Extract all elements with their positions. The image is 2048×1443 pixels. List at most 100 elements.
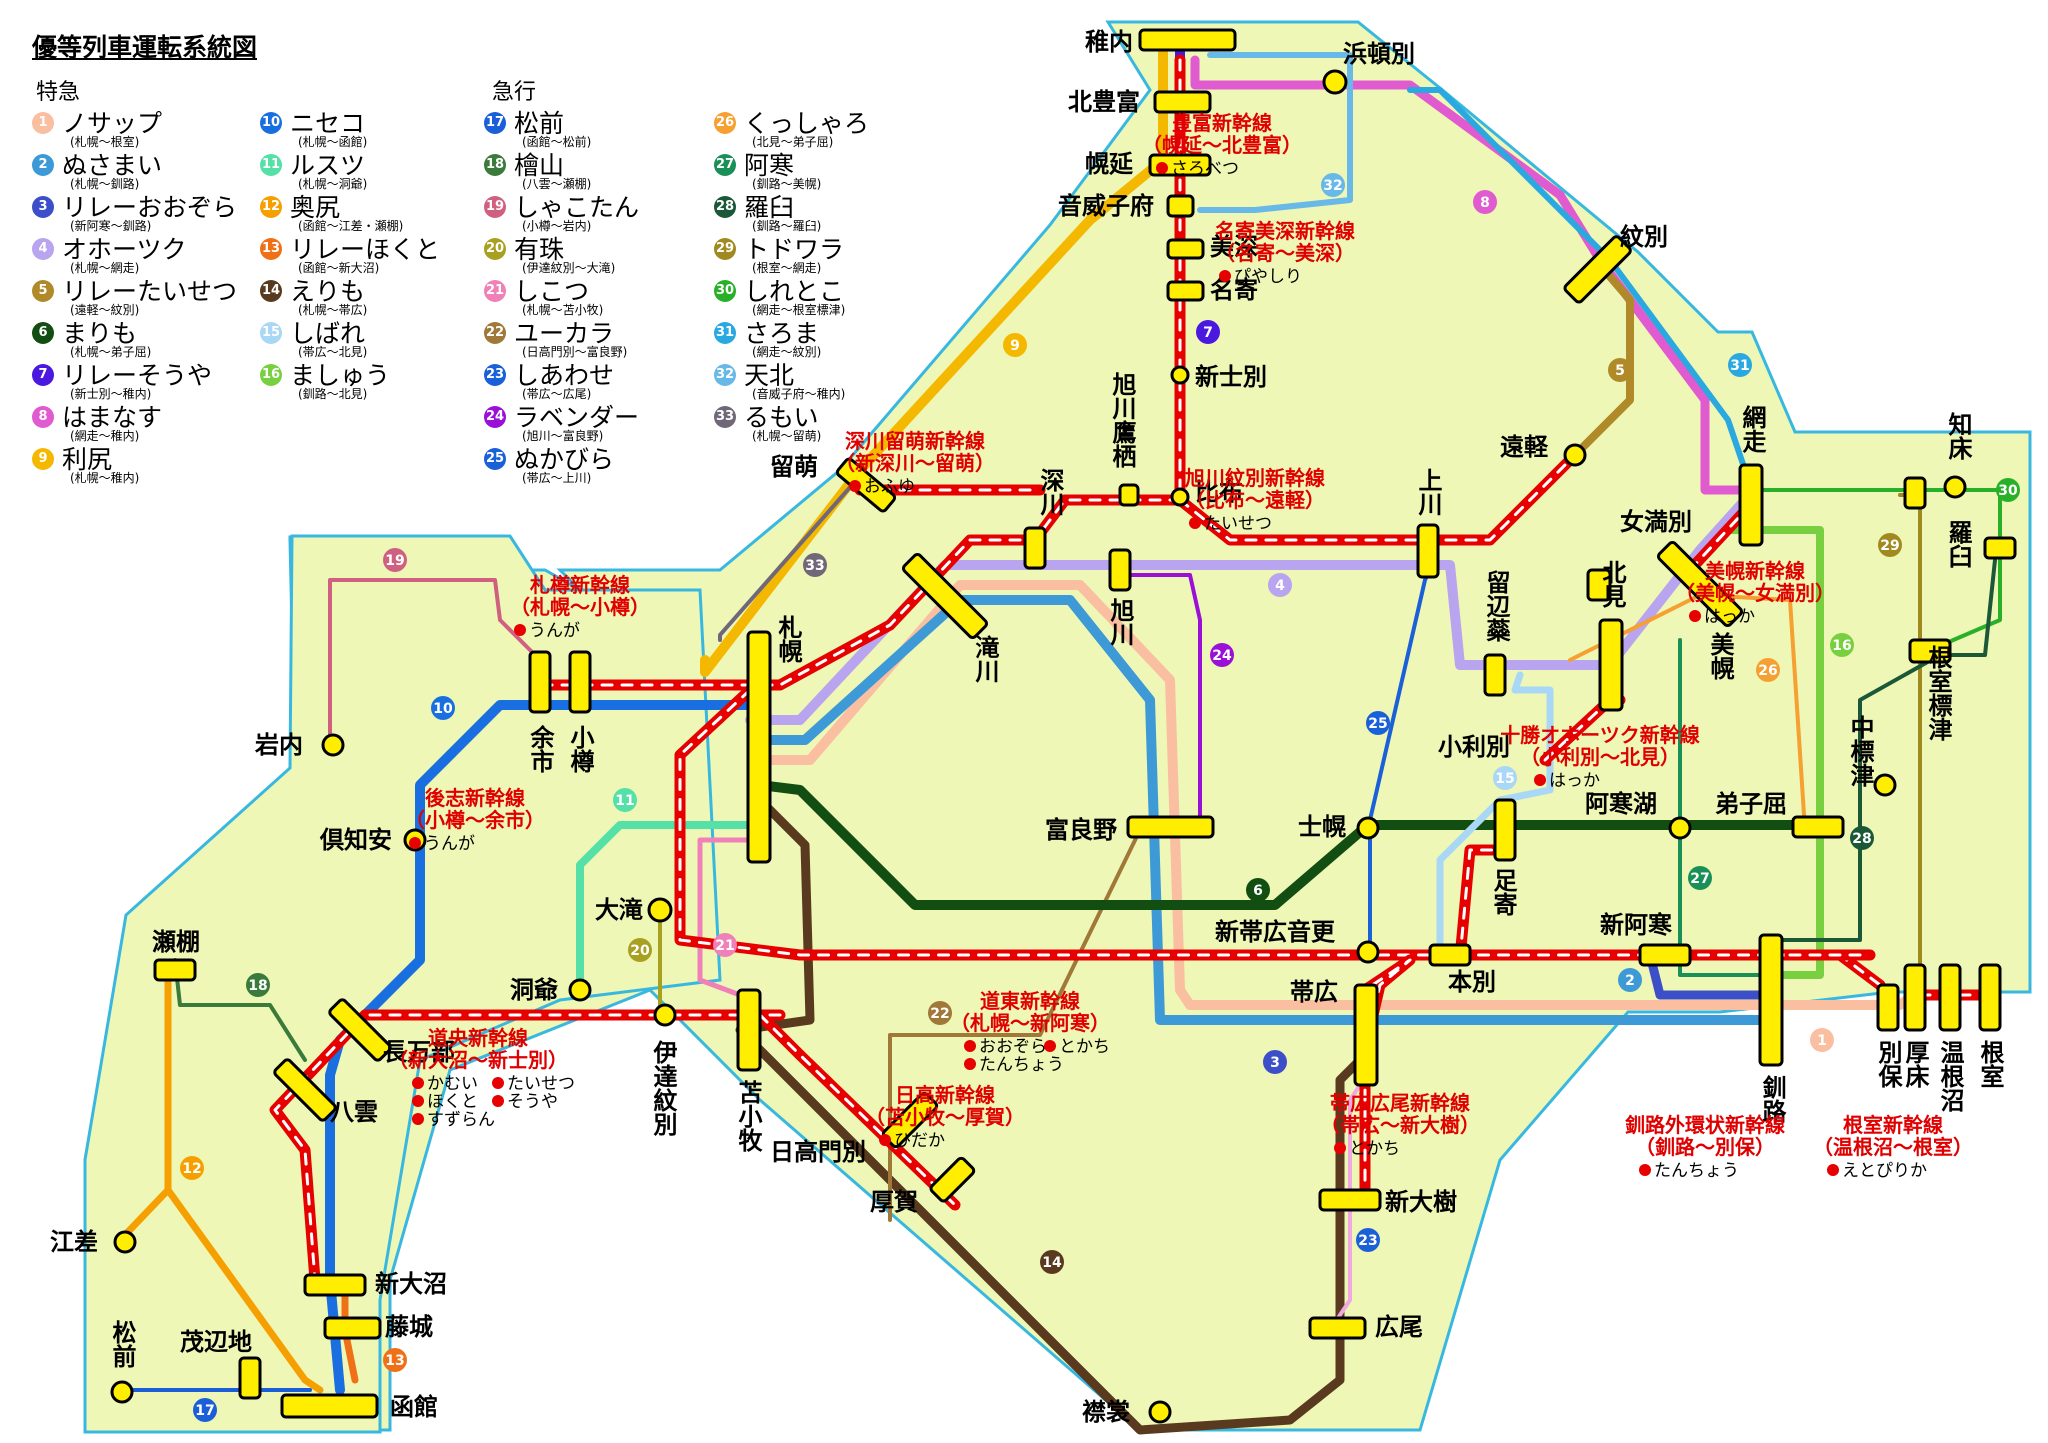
- station-yoichi[interactable]: [528, 650, 552, 714]
- legend-number-icon: 20: [484, 238, 506, 260]
- station-shiretoko[interactable]: [1903, 476, 1927, 510]
- label-obihiro: 帯広: [1290, 978, 1338, 1006]
- line-32: [1197, 52, 1353, 213]
- station-ashoro[interactable]: [1493, 798, 1517, 862]
- station-shinshibetsu[interactable]: [1170, 365, 1190, 385]
- svg-text:22: 22: [930, 1006, 949, 1022]
- label-hamatonbetsu: 浜頓別: [1343, 40, 1415, 68]
- station-tomakomai[interactable]: [736, 988, 762, 1072]
- train-dot-icon: [514, 624, 526, 636]
- station-betsukai[interactable]: [1876, 983, 1900, 1032]
- station-iwanai[interactable]: [321, 733, 345, 757]
- label-yoichi: 余市: [526, 724, 555, 773]
- legend-train-name: リレーおおぞら: [62, 193, 238, 222]
- label-esashi: 江差: [50, 1228, 98, 1256]
- station-abashiri[interactable]: [1738, 463, 1764, 547]
- shinkansen-name: 根室新幹線: [1843, 1113, 1943, 1137]
- label-bifuka: 美深: [1210, 233, 1258, 261]
- legend-route: (網走～紋別): [752, 345, 822, 359]
- station-bihoro[interactable]: [1586, 568, 1612, 602]
- station-hiroo[interactable]: [1308, 1316, 1367, 1340]
- station-atsuga[interactable]: [929, 1156, 976, 1203]
- station-setana[interactable]: [153, 958, 197, 982]
- station-otoineppu[interactable]: [1166, 194, 1195, 218]
- station-toya[interactable]: [568, 978, 592, 1002]
- shinkansen-note-tokachi: 十勝オホーツク新幹線（小利別～北見）はっか: [1500, 723, 1700, 791]
- station-erimo[interactable]: [1148, 1400, 1172, 1424]
- legend-route: (函館～新大沼): [298, 261, 380, 275]
- station-pippu[interactable]: [1170, 487, 1190, 507]
- station-onnenuma[interactable]: [1938, 963, 1962, 1032]
- station-shin-obihiro[interactable]: [1356, 940, 1380, 964]
- station-wakkanai[interactable]: [1138, 28, 1237, 52]
- station-shihoro[interactable]: [1356, 816, 1380, 840]
- station-rausu[interactable]: [1983, 536, 2017, 560]
- label-ashoro: 足寄: [1489, 868, 1517, 917]
- legend-number-icon: 8: [32, 406, 54, 428]
- station-shiretoko-pt[interactable]: [1943, 475, 1967, 499]
- svg-text:6: 6: [1253, 883, 1263, 899]
- station-fujishiro[interactable]: [323, 1316, 382, 1340]
- station-nakashibetsu[interactable]: [1873, 773, 1897, 797]
- station-takikawa[interactable]: [902, 553, 988, 639]
- station-oshamambe[interactable]: [328, 998, 392, 1062]
- shinkansen-range: （苫小牧～厚賀）: [865, 1105, 1025, 1129]
- station-otaru[interactable]: [568, 650, 592, 714]
- svg-text:3: 3: [1270, 1055, 1280, 1071]
- label-shihoro: 士幌: [1298, 813, 1346, 841]
- legend-route: (新阿寒～釧路): [70, 219, 152, 233]
- station-moheji[interactable]: [238, 1356, 262, 1400]
- station-monbetsu[interactable]: [1563, 235, 1632, 304]
- label-furano: 富良野: [1045, 816, 1117, 844]
- line-badge-26: 26: [1756, 658, 1780, 682]
- legend-route: (釧路～羅臼): [752, 219, 822, 233]
- label-kutchan: 倶知安: [319, 826, 392, 854]
- station-kitami[interactable]: [1598, 618, 1624, 712]
- station-hombetsu[interactable]: [1428, 943, 1472, 967]
- station-rumoi[interactable]: [835, 457, 897, 513]
- station-yakumo[interactable]: [273, 1058, 337, 1122]
- station-akanko[interactable]: [1668, 816, 1692, 840]
- line-badge-2: 2: [1618, 968, 1642, 992]
- station-nayoro[interactable]: [1166, 280, 1205, 302]
- label-atsuga: 厚賀: [870, 1188, 918, 1216]
- station-kamikawa[interactable]: [1416, 523, 1440, 579]
- station-bifuka[interactable]: [1166, 238, 1205, 260]
- station-fukagawa[interactable]: [1023, 526, 1047, 570]
- station-otaki[interactable]: [647, 897, 673, 923]
- station-esashi[interactable]: [113, 1230, 137, 1254]
- station-asahikawa[interactable]: [1108, 548, 1132, 592]
- station-asahikawa-takasu[interactable]: [1118, 483, 1140, 507]
- legend-route: (札幌～洞爺): [298, 177, 368, 191]
- label-horonobe: 幌延: [1085, 150, 1134, 178]
- station-atsutoko[interactable]: [1903, 963, 1927, 1032]
- station-nemuroshibetsu[interactable]: [1908, 638, 1952, 664]
- station-date[interactable]: [653, 1003, 677, 1027]
- station-obihiro[interactable]: [1353, 983, 1379, 1087]
- station-hamatonbetsu[interactable]: [1322, 69, 1348, 95]
- station-furano[interactable]: [1126, 815, 1215, 839]
- station-rubeshibe[interactable]: [1483, 653, 1507, 697]
- legend-train-name: トドワラ: [744, 235, 845, 264]
- station-matsumae[interactable]: [110, 1380, 134, 1404]
- legend-route: (函館～江差・瀬棚): [298, 219, 404, 233]
- station-nemuro[interactable]: [1978, 963, 2002, 1032]
- label-wakkanai: 稚内: [1085, 28, 1133, 56]
- station-shin-akan[interactable]: [1638, 943, 1692, 967]
- station-menashibetsu[interactable]: [1657, 541, 1743, 627]
- station-kushiro[interactable]: [1758, 933, 1784, 1067]
- station-shin-taiki[interactable]: [1318, 1188, 1382, 1212]
- station-kitatoyotomi[interactable]: [1153, 90, 1212, 114]
- station-hakodate[interactable]: [280, 1393, 379, 1419]
- legend-number-icon: 1: [32, 112, 54, 134]
- station-sapporo[interactable]: [746, 630, 772, 864]
- line-5: [1571, 261, 1634, 459]
- shinkansen-name: 十勝オホーツク新幹線: [1500, 723, 1700, 747]
- station-teshikaga[interactable]: [1791, 815, 1845, 839]
- station-engaru[interactable]: [1563, 443, 1587, 467]
- station-shin-onuma[interactable]: [303, 1273, 367, 1297]
- legend-route: (札幌～弟子屈): [70, 345, 152, 359]
